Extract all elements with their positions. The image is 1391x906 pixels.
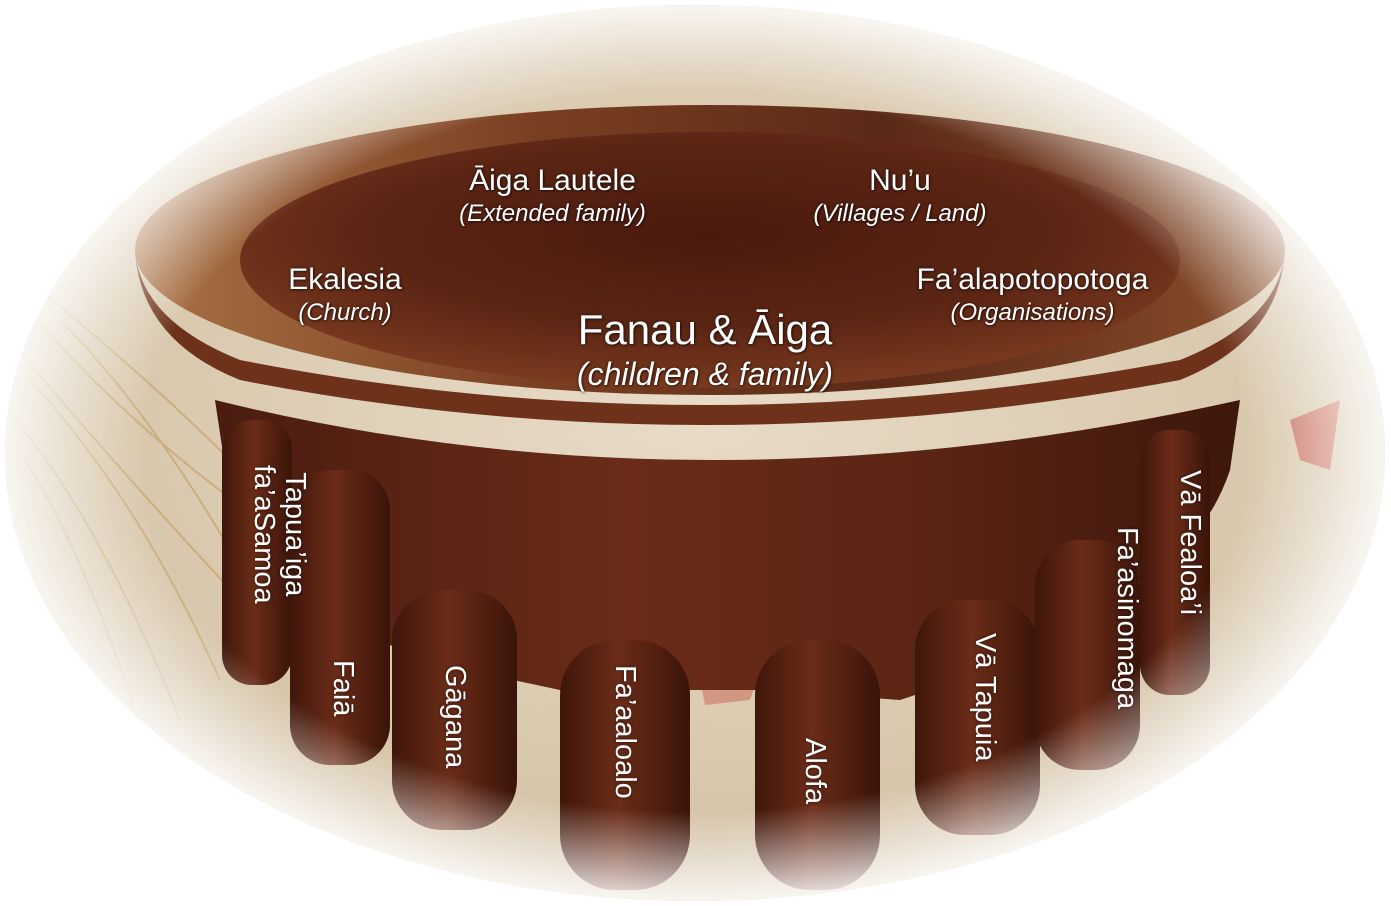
leg-label-faaaloalo: Fa’aaloalo [609,665,640,799]
leg-label-faia: Faiā [327,660,358,716]
bowl-label-title: Fa’alapotopotoga [890,262,1175,298]
bowl-label-title: Āiga Lautele [420,163,685,199]
leg-label-va-tapuia: Vā Tapuia [969,633,1000,761]
leg-label-va-fealoai: Vā Fealoa’i [1174,470,1205,615]
bowl-label-title: Ekalesia [265,262,425,298]
leg-label-line: Fa’aaloalo [609,665,640,799]
bowl-label-translation: (Extended family) [420,199,685,229]
leg-label-line: Alofa [799,738,830,804]
bowl-label-translation: (Villages / Land) [775,199,1025,229]
centre-label-translation: (children & family) [555,354,855,394]
leg-label-line: Vā Fealoa’i [1174,470,1205,615]
bowl-label-title: Nu’u [775,163,1025,199]
leg-label-line: Gāgana [439,665,470,768]
centre-label: Fanau & Āiga (children & family) [555,306,855,394]
bowl-label-villages: Nu’u (Villages / Land) [775,163,1025,229]
bowl-label-extended-family: Āiga Lautele (Extended family) [420,163,685,229]
leg-label-line: Fa’asinomaga [1111,527,1142,709]
leg-label-line: fa’aSamoa [248,465,279,604]
bowl-label-translation: (Organisations) [890,298,1175,328]
leg-label-line: Tapua’iga [279,465,310,604]
bowl-label-translation: (Church) [265,298,425,328]
centre-label-title: Fanau & Āiga [555,306,855,354]
bowl-label-organisations: Fa’alapotopotoga (Organisations) [890,262,1175,328]
leg-label-gagana: Gāgana [439,665,470,768]
bowl-label-church: Ekalesia (Church) [265,262,425,328]
vignette [5,5,1385,901]
leg-label-tapuaiga: Tapua’iga fa’aSamoa [248,465,310,604]
leg-label-faasinomaga: Fa’asinomaga [1111,527,1142,709]
leg-label-line: Vā Tapuia [969,633,1000,761]
leg-label-line: Faiā [327,660,358,716]
leg-label-alofa: Alofa [799,738,830,804]
